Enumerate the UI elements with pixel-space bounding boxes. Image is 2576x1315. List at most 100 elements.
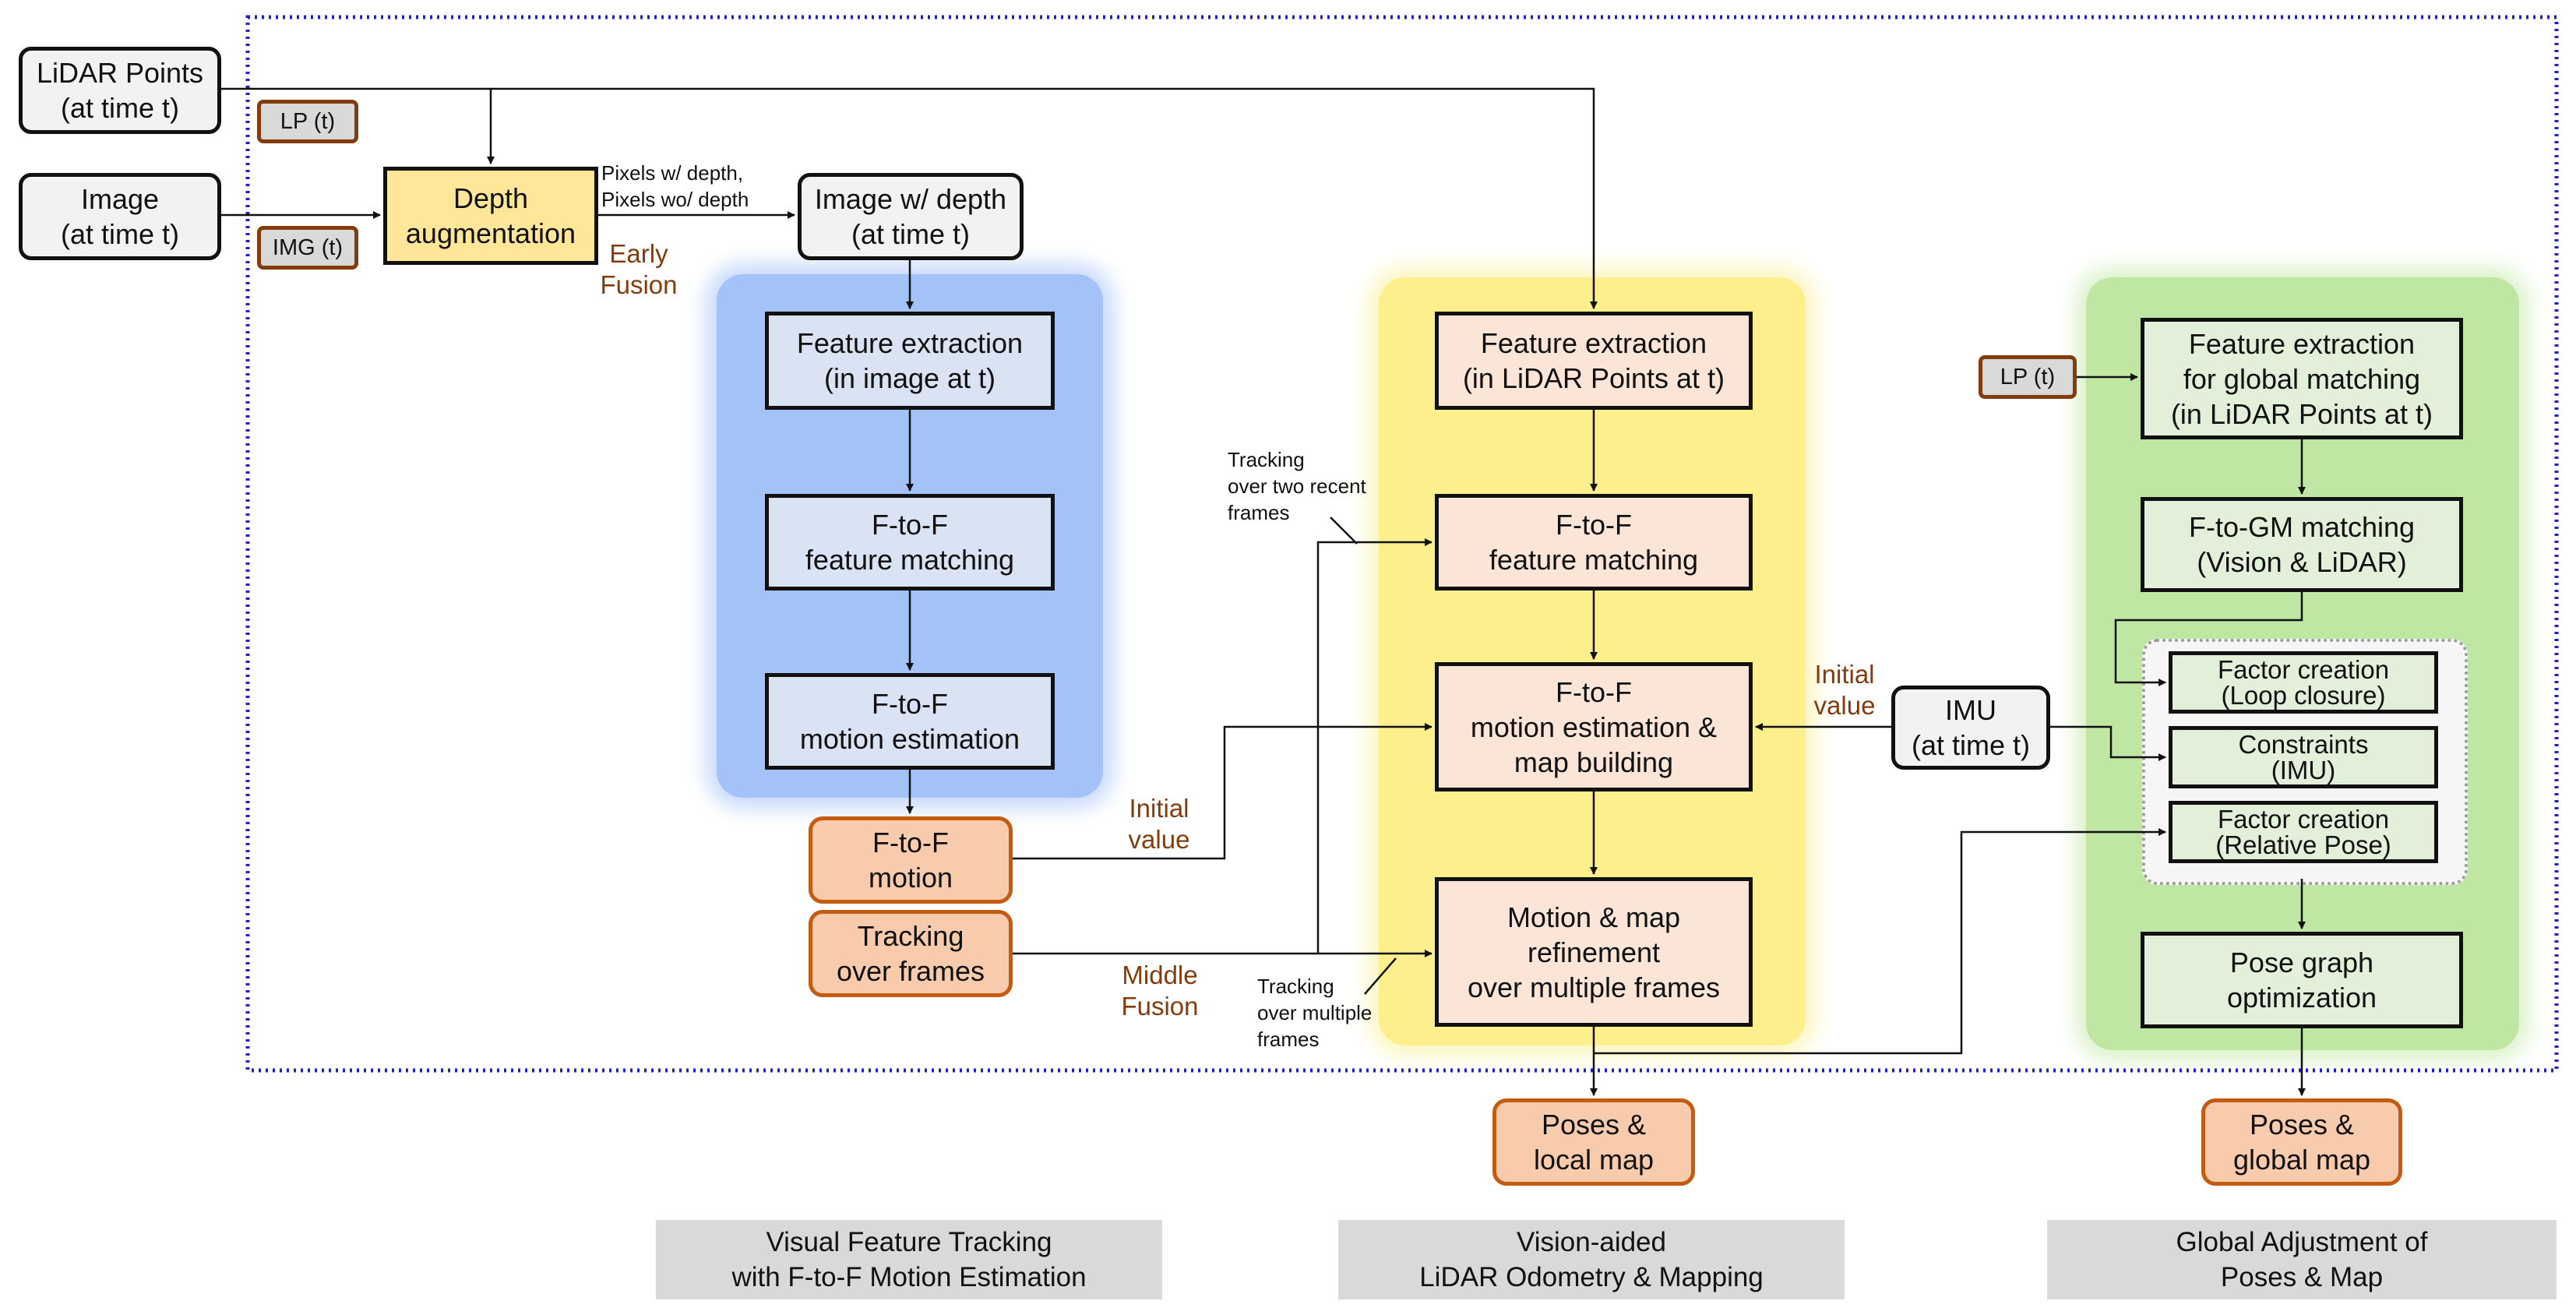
initial-value-left-label: Initial value (1112, 793, 1206, 855)
lidar-points-input: LiDAR Points (at time t) (19, 47, 221, 134)
mmr-line-3: over multiple frames (1467, 971, 1721, 1003)
initial-left-line-2: value (1128, 824, 1190, 854)
global-output-line-1: Poses & (2249, 1109, 2355, 1140)
lfe-line-1: Feature extraction (1480, 327, 1707, 359)
relpose-line-1: Factor creation (2217, 805, 2390, 834)
global-caption-line-1: Global Adjustment of (2176, 1226, 2428, 1257)
pgo-line-1: Pose graph (2229, 947, 2374, 978)
tracking-output-line-1: Tracking (857, 920, 964, 952)
tracking-multi-line-3: frames (1257, 1027, 1320, 1051)
lfm-line-1: F-to-F (1556, 509, 1632, 541)
lfe-line-2: (in LiDAR Points at t) (1462, 362, 1725, 394)
tracking-two-line-1: Tracking (1228, 448, 1305, 471)
depth-note-line-2: Pixels wo/ depth (601, 187, 749, 211)
mmb-line-3: map building (1514, 746, 1674, 778)
lidar-input-line-2: (at time t) (60, 92, 179, 124)
tracking-multiple-pointer (1364, 957, 1397, 995)
initial-left-line-1: Initial (1129, 794, 1189, 823)
gfe-line-1: Feature extraction (2188, 327, 2416, 360)
lidar-feature-matching-box: F-to-F feature matching (1435, 494, 1753, 591)
lp-tag: LP (t) (257, 100, 358, 143)
visual-feature-extraction-box: Feature extraction (in image at t) (765, 312, 1055, 410)
global-output-line-2: global map (2232, 1144, 2371, 1176)
tracking-two-line-2: over two recent (1228, 474, 1366, 498)
poses-local-map-output: Poses & local map (1492, 1098, 1695, 1186)
gm-to-loop-closure-arrow (2114, 592, 2303, 686)
middle-fusion-line-2: Fusion (1121, 991, 1199, 1021)
vme-line-2: motion estimation (799, 723, 1020, 755)
global-stage-caption: Global Adjustment of Poses & Map (2047, 1220, 2557, 1299)
middle-fusion-label: Middle Fusion (1109, 960, 1210, 1021)
relpose-line-2: (Relative Pose) (2215, 830, 2391, 859)
tracking-two-recent-note: Tracking over two recent frames (1228, 447, 1366, 526)
local-output-line-2: local map (1533, 1144, 1654, 1176)
image-input-line-1: Image (80, 183, 160, 215)
tracking-multi-line-2: over multiple (1257, 1000, 1373, 1024)
lidar-to-depth-arrow (221, 87, 495, 164)
lp-tag-label: LP (t) (280, 108, 336, 134)
tracking-over-frames-output: Tracking over frames (809, 910, 1013, 997)
pgo-line-2: optimization (2226, 982, 2377, 1014)
depth-output-note: Pixels w/ depth, Pixels wo/ depth (601, 160, 749, 213)
depth-line-1: Depth (453, 182, 529, 214)
initial-right-line-1: Initial (1814, 660, 1875, 689)
tracking-multi-line-1: Tracking (1257, 975, 1334, 998)
gm-line-1: F-to-GM matching (2188, 511, 2416, 543)
image-input: Image (at time t) (19, 173, 221, 260)
early-fusion-line-2: Fusion (600, 270, 678, 299)
image-depth-line-1: Image w/ depth (814, 183, 1007, 215)
early-fusion-line-1: Early (609, 239, 668, 268)
lidar-caption-line-2: LiDAR Odometry & Mapping (1419, 1262, 1764, 1292)
image-depth-line-2: (at time t) (851, 218, 970, 250)
loop-line-1: Factor creation (2217, 655, 2390, 684)
system-boundary (245, 15, 2559, 1073)
imu-line-1: IMU (1945, 694, 1996, 726)
visual-stage-caption: Visual Feature Tracking with F-to-F Moti… (656, 1220, 1162, 1299)
mmb-line-2: motion estimation & (1470, 710, 1718, 743)
gfe-line-2: for global matching (2183, 362, 2421, 395)
visual-motion-estimation-box: F-to-F motion estimation (765, 673, 1055, 770)
tracking-two-line-3: frames (1228, 500, 1290, 524)
motion-map-building-box: F-to-F motion estimation & map building (1435, 662, 1753, 791)
factor-relative-pose-box: Factor creation (Relative Pose) (2169, 801, 2438, 863)
imu-input: IMU (at time t) (1891, 686, 2050, 770)
vfm-line-2: feature matching (805, 544, 1015, 576)
image-input-line-2: (at time t) (60, 218, 179, 250)
tracking-multiple-note: Tracking over multiple frames (1257, 974, 1372, 1052)
constraints-imu-box: Constraints (IMU) (2169, 726, 2438, 788)
factor-loop-closure-box: Factor creation (Loop closure) (2169, 651, 2438, 714)
vfm-line-1: F-to-F (872, 509, 948, 541)
tracking-two-recent-pointer (1330, 516, 1358, 545)
imu-line-2: (at time t) (1911, 729, 2030, 761)
tracking-to-lidar-matching-arrow (1316, 538, 1432, 954)
global-feature-extraction-box: Feature extraction for global matching (… (2141, 318, 2463, 439)
visual-feature-matching-box: F-to-F feature matching (765, 494, 1055, 591)
depth-note-line-1: Pixels w/ depth, (601, 161, 744, 185)
img-tag-label: IMG (t) (272, 234, 344, 260)
depth-augmentation-box: Depth augmentation (383, 167, 598, 265)
lidar-stage-caption: Vision-aided LiDAR Odometry & Mapping (1338, 1220, 1845, 1299)
early-fusion-label: Early Fusion (600, 238, 678, 300)
imu-to-constraints-arrow (2050, 725, 2166, 761)
refinement-to-relative-pose-arrow (1594, 828, 2166, 1055)
motion-output-line-2: motion (868, 862, 953, 894)
image-with-depth-box: Image w/ depth (at time t) (798, 173, 1024, 260)
loop-line-2: (Loop closure) (2221, 681, 2386, 710)
lidar-to-feature-extraction-arrow (491, 87, 1598, 309)
poses-global-map-output: Poses & global map (2201, 1098, 2402, 1186)
global-lp-tag-label: LP (t) (2000, 364, 2056, 390)
motion-output-line-1: F-to-F (872, 827, 949, 858)
gfe-line-3: (in LiDAR Points at t) (2170, 397, 2433, 430)
lidar-feature-extraction-box: Feature extraction (in LiDAR Points at t… (1435, 312, 1753, 410)
mmb-line-1: F-to-F (1556, 675, 1632, 708)
vme-line-1: F-to-F (872, 688, 948, 720)
tracking-output-line-2: over frames (836, 955, 985, 987)
gm-matching-box: F-to-GM matching (Vision & LiDAR) (2141, 497, 2463, 592)
initial-right-line-2: value (1813, 690, 1876, 720)
visual-caption-line-1: Visual Feature Tracking (766, 1226, 1052, 1257)
middle-fusion-line-1: Middle (1122, 961, 1198, 989)
gm-line-2: (Vision & LiDAR) (2197, 546, 2407, 578)
initial-value-right-label: Initial value (1798, 659, 1891, 721)
